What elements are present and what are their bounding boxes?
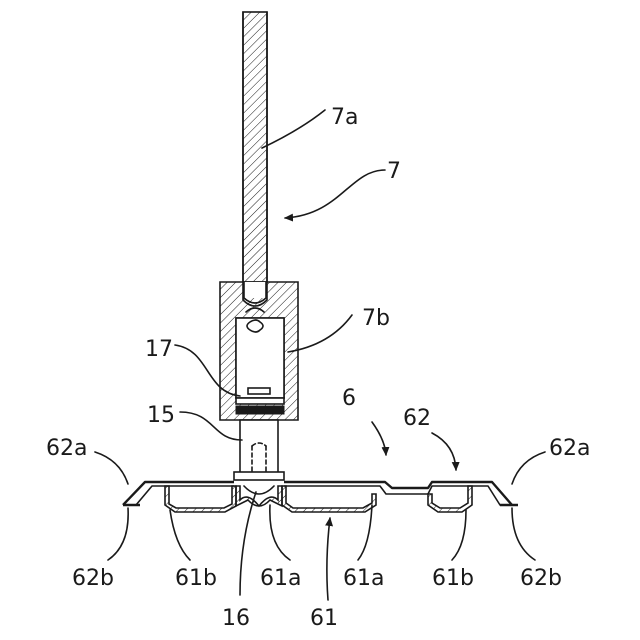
leader-7a [262,110,325,148]
leader-62b-right [512,508,535,560]
shaft-15 [234,420,284,480]
label-6: 6 [342,386,356,411]
leader-62a-left [95,452,128,484]
leader-61 [327,518,330,600]
label-61a-left: 61a [260,566,301,591]
label-62b-right: 62b [520,566,562,591]
label-17: 17 [145,337,173,362]
label-61a-right: 61a [343,566,384,591]
label-16: 16 [222,606,250,631]
leader-61a-right [358,505,372,560]
label-62a-right: 62a [549,436,590,461]
label-15: 15 [147,403,175,428]
label-7: 7 [387,159,401,184]
leader-7 [285,170,385,218]
label-61b-right: 61b [432,566,474,591]
leader-61a-left [270,505,290,560]
labels: 7a 7 7b 17 15 6 62 62a 62a 62b 61b 61a 6… [46,105,590,631]
label-7a: 7a [331,105,358,130]
leader-61b-left [170,510,190,560]
label-62a-left: 62a [46,436,87,461]
base-plate-6 [123,482,518,512]
leader-6 [372,422,386,455]
label-61b-left: 61b [175,566,217,591]
leader-62 [432,433,456,470]
leader-62a-right [512,452,545,484]
leader-61b-right [452,510,466,560]
label-7b: 7b [362,306,390,331]
leader-62b-left [108,508,128,560]
label-61: 61 [310,606,338,631]
leader-16 [240,492,256,595]
label-62b-left: 62b [72,566,114,591]
label-62: 62 [403,406,431,431]
